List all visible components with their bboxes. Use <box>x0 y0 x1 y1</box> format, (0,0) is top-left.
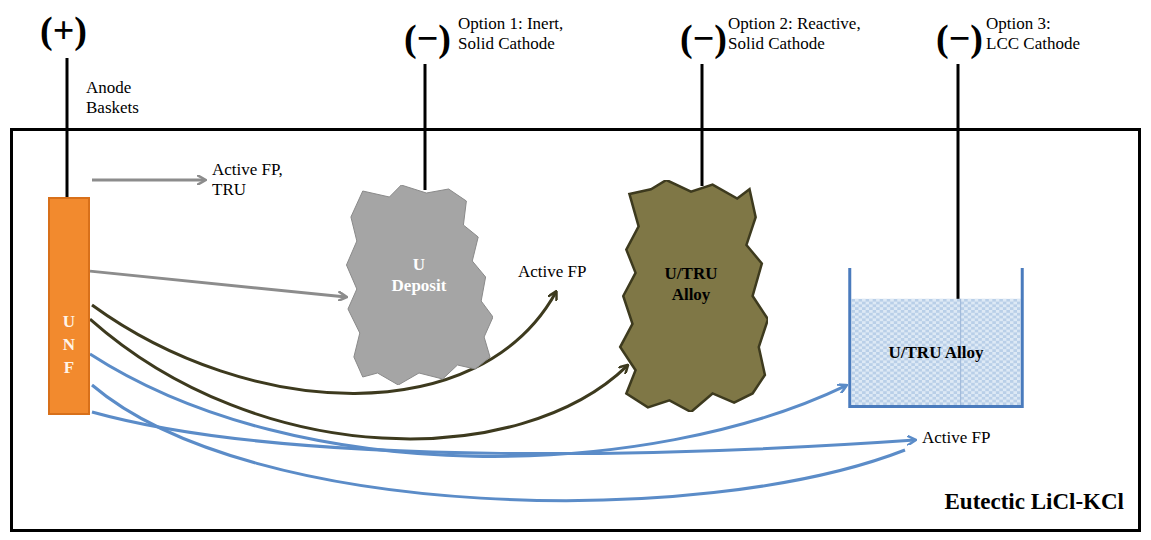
node-label: U/TRU Alloy <box>653 263 730 305</box>
option-label: Option 2: Reactive, Solid Cathode <box>728 14 878 54</box>
flux-arrow <box>92 412 915 454</box>
flux-line <box>92 385 905 501</box>
option-label: Option 3: LCC Cathode <box>986 14 1086 54</box>
option-label: Option 1: Inert, Solid Cathode <box>458 14 576 54</box>
electrode-lead <box>67 58 958 300</box>
alloy-deposit: U/TRU Alloy <box>614 180 768 412</box>
node-label: U/TRU Alloy <box>883 342 989 363</box>
flux-arrow <box>92 179 205 182</box>
bath-label: Eutectic LiCl-KCl <box>945 489 1125 515</box>
flux-arrow <box>92 292 556 393</box>
node-label: U N F <box>61 311 78 380</box>
anode-sign: (+) <box>40 10 110 50</box>
salt-bath: Eutectic LiCl-KClU N FU DepositU/TRU All… <box>10 128 1141 532</box>
cathode-sign: (−) <box>404 18 464 58</box>
node-shape <box>848 268 1024 408</box>
flux-label: Active FP <box>922 428 1022 448</box>
flux-label: Active FP <box>518 262 618 282</box>
flux-connector <box>90 271 346 297</box>
liquid-cadmium-cathode: U/TRU Alloy <box>848 268 1024 408</box>
uranium-deposit: U Deposit <box>345 185 493 385</box>
flux-label: Active FP, TRU <box>212 160 312 200</box>
node-label: U Deposit <box>389 254 448 296</box>
anode-label: Anode Baskets <box>86 78 166 118</box>
fuel-anode: U N F <box>48 197 90 415</box>
